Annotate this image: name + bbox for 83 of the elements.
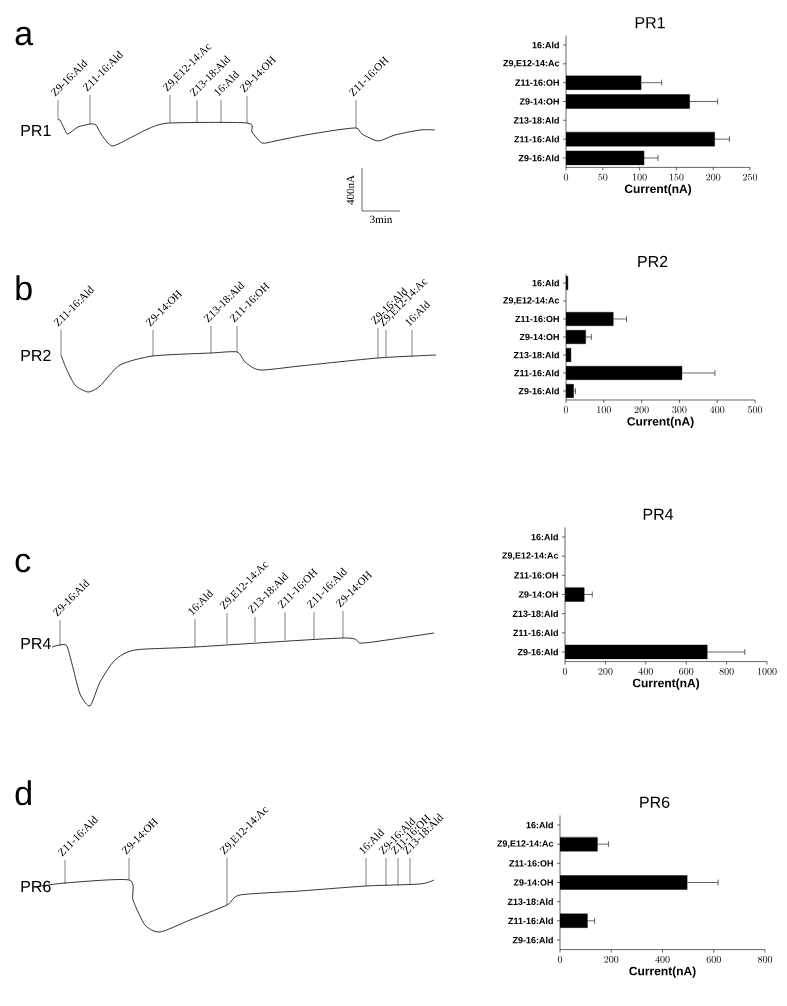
x-tick-label: 1000 xyxy=(757,667,777,675)
panel-letter: a xyxy=(15,26,34,46)
x-tick-label: 800 xyxy=(719,667,734,675)
bar xyxy=(560,875,688,890)
x-tick-label: 500 xyxy=(748,406,763,414)
bar-chart: 0 100 200 300 400 500 16:Ald Z9,E12-14:Ac Z11-16:OH Z9-14:OH Z13-18:Ald Z11-16:Ald Z9-16:Ald Current(nA) xyxy=(503,273,763,429)
bar xyxy=(566,75,642,90)
bar xyxy=(566,312,614,326)
y-tick-label: 16:Ald xyxy=(532,41,559,49)
y-tick-label: Z13-18:Ald xyxy=(513,351,559,359)
y-tick-label: Z11-16:Ald xyxy=(514,369,559,377)
x-tick-label: 150 xyxy=(669,173,684,181)
bar xyxy=(566,94,690,109)
scale-label: 400nA xyxy=(346,175,355,205)
x-tick-label: 0 xyxy=(562,667,568,675)
bar xyxy=(566,384,574,398)
chart-title: PR2 xyxy=(638,255,668,267)
y-tick-label: Z11-16:OH xyxy=(509,860,553,867)
y-tick-label: Z13-18:Ald xyxy=(507,898,553,905)
y-tick-label: Z13-18:Ald xyxy=(513,117,559,124)
bar-chart: 0 200 400 600 800 1000 16:Ald Z9,E12-14:Ac Z11-16:OH Z9-14:OH Z13-18:Ald Z11-16:Ald Z9-16:Ald Current(nA) xyxy=(502,527,777,690)
x-tick-label: 100 xyxy=(597,406,611,414)
y-tick-label: Z9-14:OH xyxy=(519,333,559,341)
y-tick-label: 16:Ald xyxy=(531,533,558,541)
trace-label: PR2 xyxy=(21,349,51,361)
y-tick-label: Z9-14:OH xyxy=(513,879,553,886)
y-tick-label: Z11-16:OH xyxy=(514,572,558,579)
y-tick-label: Z9,E12-14:Ac xyxy=(497,840,554,848)
y-tick-label: Z11-16:OH xyxy=(515,315,559,323)
x-axis-title: Current(nA) xyxy=(624,184,692,196)
y-tick-label: Z11-16:OH xyxy=(515,79,559,86)
bar xyxy=(566,348,572,362)
y-tick-label: Z11-16:Ald xyxy=(514,135,559,143)
x-tick-label: 0 xyxy=(563,406,569,414)
x-tick-label: 0 xyxy=(563,173,569,181)
y-tick-label: Z13-18:Ald xyxy=(512,610,558,617)
x-tick-label: 200 xyxy=(604,955,619,963)
panel-letter: d xyxy=(15,780,31,806)
x-tick-label: 400 xyxy=(709,406,725,414)
y-tick-label: Z9-16:Ald xyxy=(518,154,559,162)
y-tick-label: Z9-14:OH xyxy=(519,98,559,105)
y-tick-label: Z11-16:Ald xyxy=(513,629,558,637)
chart-title: PR6 xyxy=(640,796,670,808)
y-tick-label: Z9-16:Ald xyxy=(517,648,558,656)
panel-letter: b xyxy=(16,275,32,301)
trace-label: PR6 xyxy=(21,880,51,893)
x-tick-label: 200 xyxy=(598,667,613,675)
chart-title: PR4 xyxy=(643,508,674,520)
y-tick-label: Z9-16:Ald xyxy=(512,936,553,944)
y-tick-label: Z9-16:Ald xyxy=(518,387,559,395)
x-axis-title: Current(nA) xyxy=(629,966,696,978)
x-tick-label: 800 xyxy=(757,955,773,963)
y-tick-label: Z9,E12-14:Ac xyxy=(503,59,560,68)
panel-letter: c xyxy=(15,553,31,573)
x-tick-label: 200 xyxy=(706,173,721,181)
x-tick-label: 300 xyxy=(672,406,687,414)
y-tick-label: Z9,E12-14:Ac xyxy=(502,552,559,560)
bar xyxy=(566,131,715,147)
trace-label: PR4 xyxy=(21,638,51,649)
y-tick-label: Z11-16:Ald xyxy=(508,917,553,925)
bar xyxy=(566,366,683,380)
x-axis-title: Current(nA) xyxy=(632,678,700,690)
x-tick-label: 50 xyxy=(598,173,608,181)
x-tick-label: 200 xyxy=(634,406,649,414)
y-tick-label: 16:Ald xyxy=(526,821,553,829)
x-tick-label: 0 xyxy=(557,955,563,963)
scale-label: 3min xyxy=(370,215,393,224)
x-tick-label: 600 xyxy=(679,667,694,675)
x-tick-label: 400 xyxy=(638,667,653,675)
x-tick-label: 100 xyxy=(633,173,647,181)
bar xyxy=(566,150,645,166)
x-tick-label: 250 xyxy=(743,173,758,181)
bar-chart: 0 50 100 150 200 250 16:Ald Z9,E12-14:Ac Z11-16:OH Z9-14:OH Z13-18:Ald Z11-16:Ald Z9-16:Ald Current(nA) xyxy=(503,35,758,196)
bar-chart: 0 200 400 600 800 16:Ald Z9,E12-14:Ac Z11-16:OH Z9-14:OH Z13-18:Ald Z11-16:Ald Z9-16:Ald Current(nA) xyxy=(497,815,773,978)
x-tick-label: 400 xyxy=(655,955,670,963)
chart-title: PR1 xyxy=(635,17,665,29)
trace-label: PR1 xyxy=(21,125,51,136)
y-tick-label: Z9,E12-14:Ac xyxy=(503,297,560,305)
x-tick-label: 600 xyxy=(706,955,721,963)
x-axis-title: Current(nA) xyxy=(627,416,694,429)
bar xyxy=(566,330,586,344)
y-tick-label: 16:Ald xyxy=(532,279,559,287)
y-tick-label: Z9-14:OH xyxy=(518,591,558,598)
